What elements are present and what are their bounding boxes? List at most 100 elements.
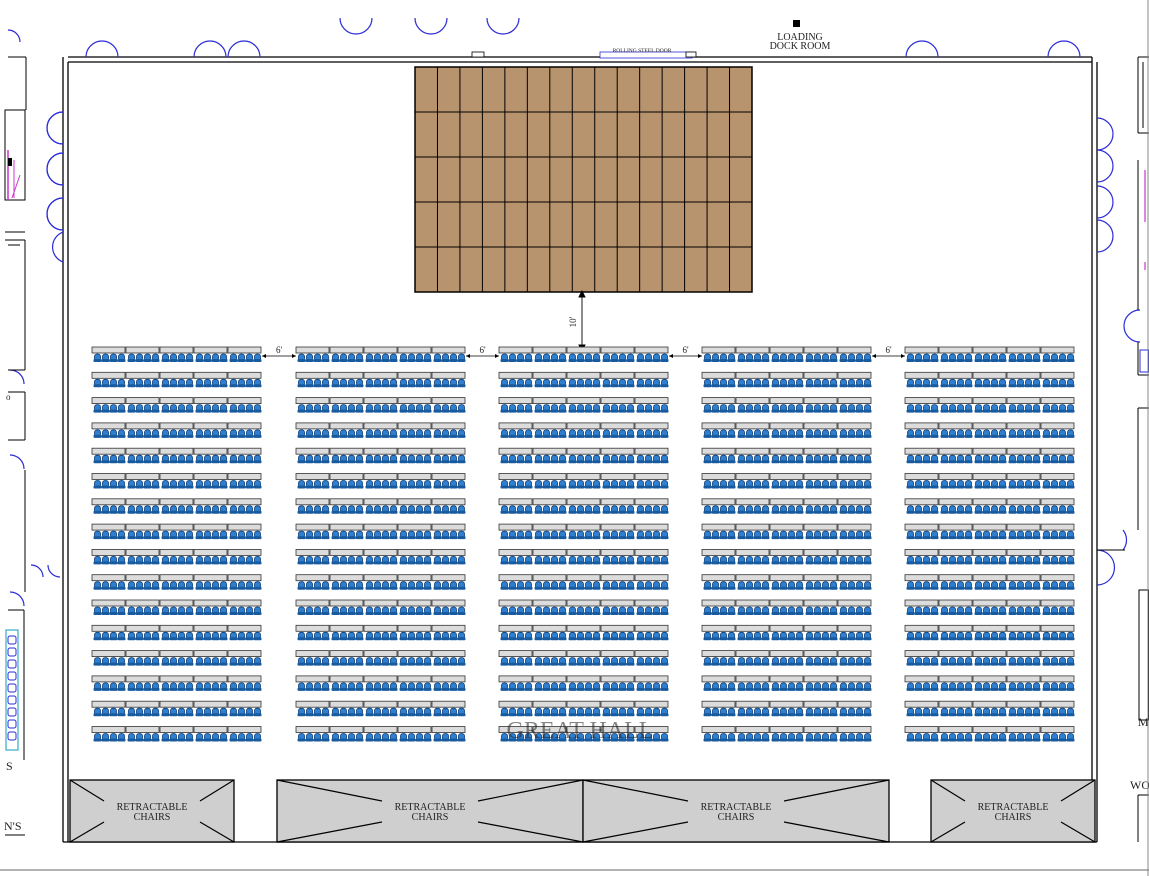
table-row <box>702 372 872 387</box>
table-row <box>499 625 669 640</box>
table-row <box>702 600 872 615</box>
aisle-width-label: 6' <box>276 345 283 355</box>
right-edge-accents <box>1139 170 1149 373</box>
table-row <box>92 524 262 539</box>
aisle-width-label: 6' <box>479 345 486 355</box>
table-row <box>499 398 669 413</box>
edge-label-m: M <box>1138 715 1149 729</box>
table-row <box>296 372 466 387</box>
table-row <box>92 372 262 387</box>
table-row <box>702 549 872 564</box>
retractable-label: CHAIRS <box>134 812 171 823</box>
table-row <box>702 398 872 413</box>
table-row <box>92 600 262 615</box>
edge-label-s: S <box>6 759 13 773</box>
table-row <box>92 499 262 514</box>
loading-dock-marker <box>793 20 800 27</box>
table-row <box>92 474 262 489</box>
table-row <box>905 727 1075 742</box>
table-row <box>905 651 1075 666</box>
retractable-seating: RETRACTABLECHAIRSRETRACTABLECHAIRSRETRAC… <box>69 779 1096 843</box>
aisle-markers: 6' 6' 6' 6' <box>262 345 905 358</box>
seating-section <box>296 347 466 742</box>
table-row <box>905 524 1075 539</box>
loading-dock: LOADING DOCK ROOM <box>770 20 831 52</box>
table-row <box>905 625 1075 640</box>
table-row <box>702 448 872 463</box>
table-row <box>92 423 262 438</box>
loading-dock-label-2: DOCK ROOM <box>770 41 831 52</box>
table-row <box>296 474 466 489</box>
table-row <box>499 474 669 489</box>
table-row <box>702 423 872 438</box>
table-row <box>92 676 262 691</box>
stage-distance-marker <box>578 289 586 353</box>
table-row <box>905 398 1075 413</box>
aisle-marker: 6' <box>872 345 905 358</box>
table-row <box>905 701 1075 716</box>
retractable-label: CHAIRS <box>412 812 449 823</box>
table-row <box>905 499 1075 514</box>
left-edge-accents <box>5 150 21 751</box>
table-row <box>499 676 669 691</box>
aisle-width-label: 6' <box>682 345 689 355</box>
rolling-door-label: ROLLING STEEL DOOR <box>613 48 672 54</box>
table-row <box>702 701 872 716</box>
table-row <box>296 727 466 742</box>
table-row <box>92 448 262 463</box>
retractable-label: RETRACTABLE <box>117 802 188 813</box>
doors <box>7 17 1141 607</box>
edge-label-ns: N'S <box>4 819 22 833</box>
table-row <box>296 651 466 666</box>
table-row <box>499 448 669 463</box>
table-row <box>92 575 262 590</box>
aisle-marker: 6' <box>262 345 296 358</box>
table-row <box>702 524 872 539</box>
table-row <box>296 499 466 514</box>
table-row <box>296 600 466 615</box>
seating-section <box>905 347 1075 742</box>
seating-section <box>702 347 872 742</box>
table-row <box>92 347 262 362</box>
table-row <box>499 423 669 438</box>
table-row <box>296 524 466 539</box>
table-row <box>499 549 669 564</box>
hall-name-label: GREAT HALL <box>507 718 654 744</box>
table-row <box>702 499 872 514</box>
table-row <box>905 372 1075 387</box>
table-row <box>702 676 872 691</box>
left-edge-rooms <box>4 56 27 836</box>
stage <box>414 66 753 293</box>
stage-distance-label: 10' <box>568 316 578 327</box>
table-row <box>92 651 262 666</box>
table-row <box>702 651 872 666</box>
loading-dock-label-1: LOADING <box>777 32 823 43</box>
seating-area <box>92 347 1075 742</box>
table-row <box>905 549 1075 564</box>
table-row <box>905 575 1075 590</box>
table-row <box>296 701 466 716</box>
table-row <box>296 423 466 438</box>
table-row <box>296 347 466 362</box>
retractable-label: CHAIRS <box>718 812 755 823</box>
table-row <box>905 676 1075 691</box>
edge-label-wo: WO <box>1130 778 1149 792</box>
table-row <box>499 651 669 666</box>
rolling-door: ROLLING STEEL DOOR <box>599 48 693 59</box>
table-row <box>296 549 466 564</box>
table-row <box>499 600 669 615</box>
table-row <box>499 347 669 362</box>
table-row <box>92 549 262 564</box>
retractable-label: RETRACTABLE <box>395 802 466 813</box>
table-row <box>905 423 1075 438</box>
table-row <box>92 625 262 640</box>
table-row <box>702 474 872 489</box>
table-row <box>499 575 669 590</box>
aisle-width-label: 6' <box>885 345 892 355</box>
table-row <box>905 347 1075 362</box>
seating-section <box>499 347 669 742</box>
table-row <box>92 701 262 716</box>
retractable-label: RETRACTABLE <box>701 802 772 813</box>
